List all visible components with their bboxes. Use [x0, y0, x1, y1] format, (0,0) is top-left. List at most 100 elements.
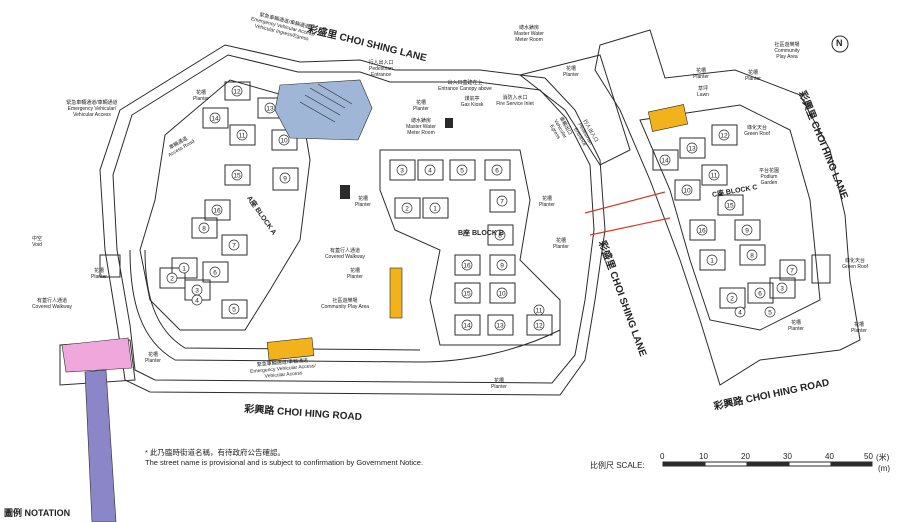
unit-number-block-c: 13 — [688, 145, 696, 152]
label-planter: 花槽 Planter — [145, 352, 161, 364]
unit-number-block-a: 10 — [280, 137, 288, 144]
unit-number-block-c: 11 — [711, 172, 718, 179]
label-fire-service-inlet: 消防入水口 Fire Service Inlet — [496, 95, 534, 107]
scale-tick-10: 10 — [699, 452, 708, 461]
label-community-play-area-mid: 社區遊樂場 Community Play Area — [320, 298, 370, 310]
unit-number-marker — [211, 204, 223, 216]
unit-number-block-b: 4 — [428, 167, 432, 174]
unit-number-block-c: 2 — [730, 295, 734, 302]
unit-number-marker — [278, 134, 290, 146]
internal-road — [129, 249, 561, 363]
scale-label: 比例尺 SCALE: — [590, 461, 645, 470]
unit-number-block-c: 7 — [790, 267, 794, 274]
note-en: The street name is provisional and is su… — [145, 458, 424, 467]
block-b-title: B座 BLOCK B — [458, 230, 504, 237]
unit-number-block-b: 10 — [498, 290, 506, 297]
unit-number-marker — [708, 169, 720, 181]
unit-number-block-b: 1 — [433, 205, 437, 212]
label-community-play-area-top: 社區遊樂場 Community Play Area — [774, 42, 800, 60]
unit-number-block-a: 16 — [213, 207, 221, 214]
unit-number-block-a: 14 — [211, 115, 219, 122]
site-boundary-main — [99, 44, 606, 396]
unit-number-marker — [209, 266, 221, 278]
scale-tick-40: 40 — [825, 452, 834, 461]
compass-icon — [831, 35, 849, 53]
label-planter: 花槽 Planter — [553, 238, 569, 250]
label-entrance-canopy: 出入口蓋建在上 Entrance Canopy above — [438, 80, 492, 92]
unit-number-block-b: 13 — [496, 322, 504, 329]
unit-number-marker — [718, 129, 730, 141]
footbridge-line-bottom — [589, 217, 671, 236]
community-play-area-mid-shape — [389, 267, 403, 319]
unit-number-marker — [724, 199, 736, 211]
unit-number-marker — [279, 172, 291, 184]
unit-number-marker — [533, 319, 545, 331]
unit-number-marker — [496, 259, 508, 271]
community-play-area-top-shape — [647, 104, 689, 132]
unit-number-block-a: 6 — [213, 269, 217, 276]
unit-number-block-c: 8 — [750, 252, 754, 259]
unit-number-block-c: 15 — [726, 202, 734, 209]
unit-number-marker — [166, 272, 178, 284]
unit-number-marker — [496, 195, 508, 207]
unit-number-block-b: 6 — [495, 167, 499, 174]
unit-number-marker — [533, 304, 545, 316]
unit-number-block-c: 4 — [738, 309, 742, 316]
unit-number-marker — [746, 249, 758, 261]
footbridge-line-top — [584, 191, 666, 214]
label-lawn: 草坪 Lawn — [697, 86, 709, 98]
unit-number-block-b: 9 — [500, 262, 504, 269]
label-planter: 花槽 Planter — [193, 90, 209, 102]
unit-number-block-a: 15 — [233, 172, 241, 179]
unit-number-marker — [494, 229, 506, 241]
covered-walkway-purple — [84, 369, 117, 522]
unit-number-block-a: 13 — [266, 105, 274, 112]
unit-number-block-c: 9 — [745, 227, 749, 234]
label-planter: 花槽 Planter — [355, 196, 371, 208]
block-a-cells — [159, 81, 299, 319]
scale-bar — [662, 461, 873, 467]
label-pedestrian-entrance: 行人出入口 Pedestrian Entrance — [368, 60, 394, 78]
unit-number-marker — [228, 239, 240, 251]
unit-number-block-a: 9 — [283, 175, 287, 182]
unit-number-marker — [696, 224, 708, 236]
site-boundary-right — [594, 29, 861, 386]
unit-number-marker — [429, 202, 441, 214]
notation-heading: 圖例 NOTATION — [4, 508, 71, 518]
label-planter: 花槽 Planter — [491, 378, 507, 390]
unit-number-block-b: 5 — [460, 167, 464, 174]
unit-number-block-b: 14 — [463, 322, 471, 329]
unit-number-block-c: 1 — [710, 257, 714, 264]
unit-number-block-c: 12 — [720, 132, 728, 139]
unit-number-block-a: 2 — [170, 275, 174, 282]
unit-number-block-a: 3 — [195, 287, 199, 294]
unit-number-marker — [228, 303, 240, 315]
unit-number-marker — [726, 292, 738, 304]
site-boundary-inner — [112, 54, 595, 384]
label-podium-garden: 平台花園 Podium Garden — [758, 168, 779, 186]
scale-unit-zh: (米) — [876, 453, 890, 462]
unit-number-marker — [231, 85, 243, 97]
block-c-outline — [639, 104, 821, 331]
street-name-note: * 此乃臨時街道名稱，有待政府公告確認。 The street name is … — [145, 448, 423, 468]
unit-number-block-a: 11 — [239, 132, 246, 139]
label-covered-walkway-left: 有蓋行人通道 Covered Walkway — [31, 298, 73, 310]
unit-number-marker — [191, 294, 203, 306]
scale-tick-50: 50 — [864, 452, 873, 461]
unit-number-block-b: 3 — [400, 167, 404, 174]
unit-number-marker — [786, 264, 798, 276]
unit-number-block-c: 3 — [780, 285, 784, 292]
label-master-water-meter-left: 總水錶房 Master Water Meter Room — [406, 118, 436, 136]
unit-number-block-a: 7 — [232, 242, 236, 249]
unit-number-marker — [681, 184, 693, 196]
unit-number-marker — [754, 287, 766, 299]
unit-number-marker — [491, 164, 503, 176]
entrance-canopy-area — [274, 79, 373, 141]
unit-number-marker — [456, 164, 468, 176]
unit-number-marker — [424, 164, 436, 176]
unit-number-marker — [396, 164, 408, 176]
green-roof-right-shape — [811, 254, 831, 284]
